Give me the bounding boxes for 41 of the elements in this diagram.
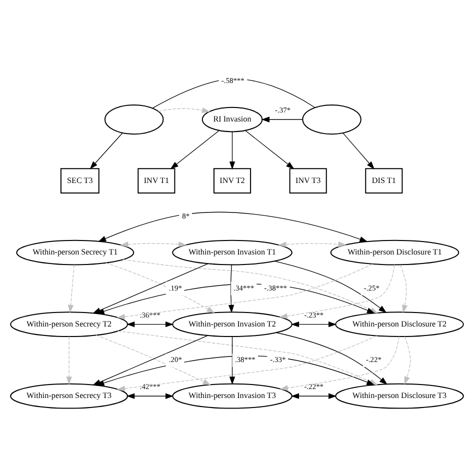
edge-label: -.23** bbox=[304, 310, 324, 319]
edge-label: .20* bbox=[168, 354, 182, 364]
arrow bbox=[228, 264, 234, 313]
arrow bbox=[278, 240, 346, 247]
arrow bbox=[158, 106, 210, 113]
edge-label: -.33* bbox=[270, 354, 286, 364]
edge-label: -.38*** bbox=[264, 282, 288, 292]
arrow bbox=[66, 336, 72, 384]
edge-label: .36*** bbox=[140, 310, 160, 319]
arrow bbox=[106, 262, 215, 313]
arrow bbox=[229, 130, 236, 170]
edge-label: .19* bbox=[168, 282, 182, 292]
edge-label: .42*** bbox=[140, 382, 160, 391]
arrow bbox=[290, 320, 337, 327]
node-ellipse bbox=[104, 104, 164, 134]
arrow bbox=[126, 392, 174, 398]
edge-label: .38*** bbox=[234, 354, 256, 364]
arrow bbox=[280, 336, 400, 390]
arrow bbox=[68, 264, 75, 313]
arrow bbox=[404, 336, 411, 384]
edge-label: 8* bbox=[182, 211, 190, 220]
arrow bbox=[244, 130, 294, 169]
edge-label: .34*** bbox=[234, 282, 254, 292]
arrow bbox=[120, 241, 187, 247]
node-ellipse bbox=[302, 104, 362, 134]
edge-label: -.22** bbox=[304, 382, 324, 391]
edge-label: -.58*** bbox=[221, 76, 244, 85]
arrow bbox=[342, 132, 375, 169]
edge-label: -.22* bbox=[366, 354, 382, 364]
arrow bbox=[400, 264, 408, 313]
edge-label: -.25* bbox=[364, 282, 380, 292]
arrow bbox=[90, 132, 123, 169]
arrow bbox=[126, 320, 174, 327]
arrow bbox=[98, 211, 368, 242]
arrow bbox=[261, 116, 303, 122]
arrow bbox=[279, 264, 395, 318]
edge-label: -.37* bbox=[275, 105, 291, 114]
arrow bbox=[229, 336, 236, 384]
arrow bbox=[290, 392, 337, 398]
arrow bbox=[170, 130, 220, 169]
arrow bbox=[116, 263, 374, 319]
